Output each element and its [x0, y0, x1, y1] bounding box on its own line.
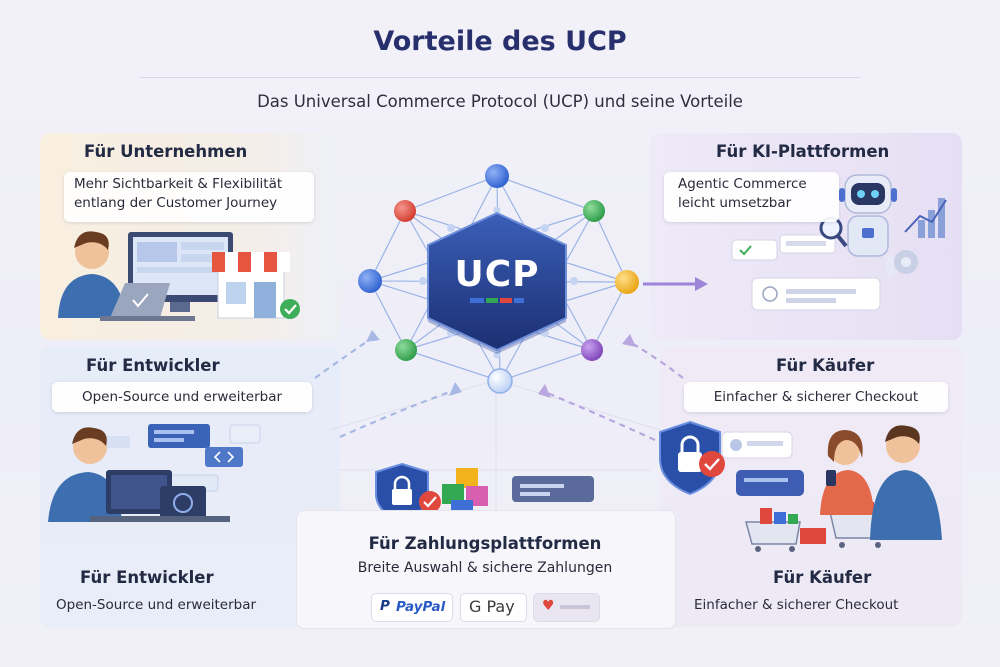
checkmark-icon	[280, 299, 300, 319]
unternehmen-title: Für Unternehmen	[84, 142, 248, 161]
kaeufer-bottom-title: Für Käufer	[773, 568, 872, 587]
entwickler-illustration	[48, 424, 261, 522]
node-blue-top	[485, 164, 509, 188]
heart-card-badge: ♥	[533, 593, 600, 622]
kaeufer-bottom-text: Einfacher & sicherer Checkout	[694, 597, 899, 613]
shield-lock-icon	[659, 420, 725, 496]
ki-title: Für KI-Plattformen	[716, 142, 890, 161]
unternehmen-text-line1: Mehr Sichtbarkeit & Flexibilität	[74, 176, 283, 192]
node-blue-left	[358, 269, 382, 293]
zahlung-text: Breite Auswahl & sichere Zahlungen	[357, 560, 613, 576]
node-green-right	[583, 200, 605, 222]
ki-text-line1: Agentic Commerce	[678, 176, 807, 192]
robot-icon	[839, 174, 897, 257]
arrow-to-ki	[643, 277, 708, 291]
node-purple	[581, 339, 603, 361]
paypal-label: PayPal	[396, 599, 446, 615]
unternehmen-illustration	[58, 231, 300, 321]
title-divider	[140, 77, 860, 78]
paypal-icon: P	[380, 598, 390, 614]
entwickler-text: Open-Source und erweiterbar	[81, 389, 283, 405]
hub-label: UCP	[454, 254, 540, 295]
kaeufer-illustration	[659, 420, 942, 552]
node-red	[394, 200, 416, 222]
kaeufer-title: Für Käufer	[776, 356, 875, 375]
arrow-entwickler-lower	[339, 388, 456, 439]
ucp-hub-hexagon	[427, 211, 567, 352]
node-white-bottom	[487, 368, 513, 394]
node-green-left	[395, 339, 417, 361]
zahlung-title: Für Zahlungsplattformen	[368, 534, 602, 553]
kaeufer-text: Einfacher & sicherer Checkout	[713, 389, 919, 405]
arrow-kaeufer-lower	[544, 390, 656, 442]
entwickler-textbox: Open-Source und erweiterbar	[52, 382, 312, 412]
ki-text-line2: leicht umsetzbar	[678, 195, 792, 211]
gpay-label: G Pay	[469, 597, 515, 616]
entwickler-bottom-text: Open-Source und erweiterbar	[56, 597, 257, 613]
ki-illustration	[731, 174, 947, 311]
bar-chart-icon	[918, 198, 945, 238]
node-yellow	[615, 270, 639, 294]
kaeufer-textbox: Einfacher & sicherer Checkout	[684, 382, 948, 412]
zahlung-illustration	[375, 462, 594, 524]
unternehmen-text-line2: entlang der Customer Journey	[74, 195, 278, 211]
ki-textbox: Agentic Commerce leicht umsetzbar	[664, 172, 839, 222]
arrow-entwickler-to-hub	[314, 337, 373, 379]
unternehmen-textbox: Mehr Sichtbarkeit & Flexibilität entlang…	[64, 172, 314, 222]
heart-card-icon: ♥	[542, 598, 555, 614]
entwickler-bottom-title: Für Entwickler	[80, 568, 214, 587]
page-title: Vorteile des UCP	[373, 26, 627, 57]
entwickler-title: Für Entwickler	[86, 356, 220, 375]
gpay-badge: G Pay	[460, 593, 527, 622]
paypal-badge: P PayPal	[371, 593, 453, 622]
gear-icon	[894, 250, 918, 274]
page-subtitle: Das Universal Commerce Protocol (UCP) un…	[257, 92, 743, 111]
arrow-kaeufer-to-hub	[629, 341, 684, 379]
